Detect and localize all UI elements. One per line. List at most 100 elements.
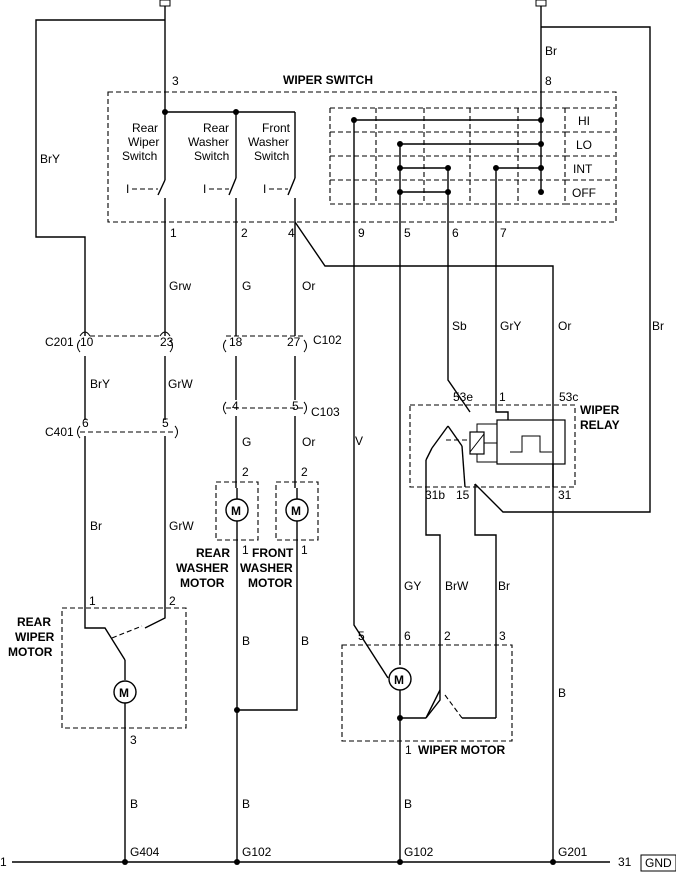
wire-label-grw-lower: Grw — [169, 279, 191, 293]
mode-off: OFF — [572, 186, 596, 200]
wire-label-b-front-washer: B — [301, 634, 309, 648]
relay-pin-15: 15 — [456, 488, 470, 502]
top-feed-right — [535, 0, 547, 112]
svg-text:Washer: Washer — [188, 135, 229, 149]
svg-text:Switch: Switch — [194, 149, 229, 163]
front-washer-motor-symbol: M — [291, 504, 301, 518]
switch-pin-2: 2 — [241, 226, 248, 240]
svg-text:WIPER: WIPER — [580, 403, 620, 417]
svg-text:3: 3 — [499, 629, 506, 643]
wire-sb — [447, 204, 471, 413]
svg-text:1: 1 — [89, 594, 96, 608]
wire-label-or-upper: Or — [302, 279, 315, 293]
svg-text:1: 1 — [301, 543, 308, 557]
wire-label-b-g102: B — [242, 797, 250, 811]
svg-text:10: 10 — [80, 335, 94, 349]
svg-text:C103: C103 — [311, 405, 340, 419]
svg-text:Switch: Switch — [254, 149, 289, 163]
ground-g102-b: G102 — [404, 845, 434, 859]
wiper-switch-title: WIPER SWITCH — [283, 73, 373, 87]
wire-label-br-rear: Br — [90, 519, 102, 533]
svg-text:WIPER: WIPER — [15, 630, 55, 644]
wire-label-sb: Sb — [452, 319, 467, 333]
front-washer-switch-label: Front Washer Switch — [248, 121, 291, 163]
wire-br-top-loop — [474, 26, 651, 513]
wire-brw — [425, 487, 441, 719]
svg-text:23: 23 — [160, 335, 174, 349]
rear-washer-motor-label: REAR WASHER MOTOR — [176, 546, 230, 590]
svg-text:2: 2 — [301, 465, 308, 479]
svg-text:Rear: Rear — [203, 121, 229, 135]
svg-text:WASHER: WASHER — [176, 561, 229, 575]
rear-washer-switch-label: Rear Washer Switch — [188, 121, 229, 163]
svg-text:RELAY: RELAY — [580, 418, 620, 432]
mode-int: INT — [573, 162, 593, 176]
svg-text:FRONT: FRONT — [252, 546, 294, 560]
svg-text:Front: Front — [262, 121, 291, 135]
wire-label-g-upper: G — [242, 279, 251, 293]
switch-pin-6: 6 — [452, 226, 459, 240]
switch-pin-4: 4 — [288, 226, 295, 240]
wire-label-bry-mid: BrY — [90, 377, 110, 391]
wire-v — [353, 204, 389, 679]
wire-label-or-right: Or — [558, 319, 571, 333]
rear-washer-motor-symbol: M — [231, 504, 241, 518]
wiper-mode-matrix: HI LO INT OFF — [329, 107, 615, 205]
wire-label-v: V — [355, 434, 363, 448]
svg-text:6: 6 — [404, 629, 411, 643]
relay-pin-1: 1 — [499, 390, 506, 404]
rear-washer-switch-contact: I — [203, 177, 237, 222]
wire-label-grw-mid: GrW — [168, 377, 193, 391]
connector-c401: C401 6 5 — [45, 416, 178, 439]
wire-label-bry-top: BrY — [40, 152, 60, 166]
svg-text:5: 5 — [162, 416, 169, 430]
ground-right-num: 31 — [618, 855, 632, 869]
mode-hi: HI — [578, 114, 590, 128]
ground-g102-a: G102 — [242, 845, 272, 859]
svg-text:REAR: REAR — [196, 546, 230, 560]
rear-wiper-motor: REAR WIPER MOTOR 1 2 M 3 — [8, 594, 187, 862]
rear-wiper-motor-symbol: M — [119, 686, 129, 700]
rear-washer-motor: M 2 1 — [215, 465, 259, 557]
relay-pin-31: 31 — [558, 488, 572, 502]
wire-label-br-relay: Br — [498, 579, 510, 593]
ground-g201: G201 — [558, 845, 588, 859]
svg-text:1: 1 — [405, 743, 412, 757]
wiper-relay: WIPER RELAY 53e 1 53c 31b 15 31 — [409, 390, 620, 862]
switch-pin-7: 7 — [500, 226, 507, 240]
svg-text:6: 6 — [82, 416, 89, 430]
svg-text:27: 27 — [287, 335, 301, 349]
svg-text:5: 5 — [358, 629, 365, 643]
wire-label-or-lower: Or — [302, 435, 315, 449]
wiper-motor: 5 6 2 3 M 1 WIPER MOTOR — [341, 629, 513, 862]
svg-text:MOTOR: MOTOR — [180, 576, 225, 590]
svg-text:C102: C102 — [313, 333, 342, 347]
top-feed-left — [159, 0, 171, 112]
svg-text:I: I — [263, 182, 266, 196]
switch-pin-1: 1 — [170, 226, 177, 240]
front-washer-switch-contact: I — [263, 177, 296, 222]
relay-pin-31b: 31b — [425, 488, 445, 502]
svg-text:C401: C401 — [45, 425, 74, 439]
wiper-motor-symbol: M — [394, 673, 404, 687]
wire-label-grw-rear: GrW — [169, 519, 194, 533]
ground-bus: 1 G404 G102 G102 G201 31 GND — [0, 845, 676, 872]
svg-text:REAR: REAR — [17, 615, 51, 629]
svg-text:Rear: Rear — [132, 121, 158, 135]
relay-pin-53e: 53e — [453, 390, 473, 404]
wire-label-g-lower: G — [242, 435, 251, 449]
wiper-motor-label: WIPER MOTOR — [418, 743, 505, 757]
switch-pin-5: 5 — [404, 226, 411, 240]
wiper-switch-pin-8: 8 — [545, 74, 552, 88]
wire-label-brw: BrW — [445, 579, 469, 593]
svg-text:18: 18 — [229, 335, 243, 349]
wire-label-gy: GY — [404, 579, 421, 593]
rear-wiper-switch-label: Rear Wiper Switch — [122, 121, 159, 163]
wire-br-relay — [474, 484, 497, 718]
mode-lo: LO — [576, 138, 592, 152]
svg-text:WASHER: WASHER — [240, 561, 293, 575]
wire-label-b-right: B — [558, 686, 566, 700]
wire-or-to-relay — [294, 221, 554, 412]
svg-text:Washer: Washer — [248, 135, 289, 149]
front-washer-motor: M 2 1 — [275, 465, 319, 557]
